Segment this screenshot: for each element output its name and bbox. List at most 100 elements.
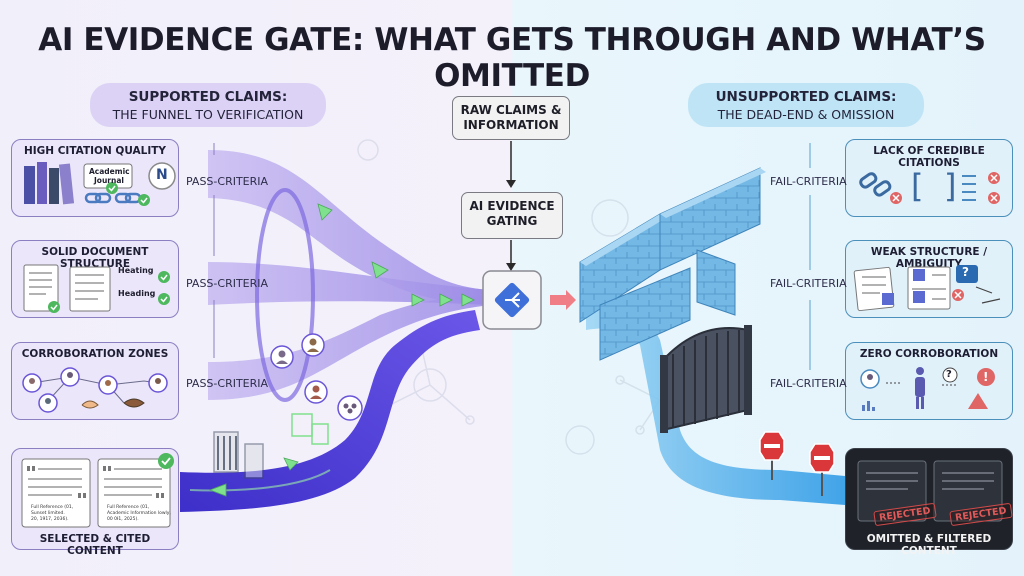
box-title: ZERO CORROBORATION [859,348,999,360]
arrow-icon [208,483,227,497]
pass-funnel-ribbons [208,150,490,402]
brick-wall-3 [599,267,691,361]
gear-icon [591,199,629,237]
ref1-line3: 20, 1917, 2036). [31,517,69,522]
box-title: CORROBORATION ZONES [21,348,169,360]
fail-path [586,307,845,505]
box-solid-document-structure: SOLID DOCUMENT STRUCTURE Heating Heading [11,240,179,318]
funnel-ribbon-corroboration [208,296,490,400]
handshake-icon [81,398,145,409]
unsupported-claims-header: UNSUPPORTED CLAIMS: THE DEAD-END & OMISS… [688,83,924,127]
ai-gating-box: AI EVIDENCE GATING [461,192,563,239]
ref2-line2: Academic Information lowly, [107,511,171,516]
stop-sign-1 [759,431,785,480]
pass-gate-left [213,431,264,479]
ai-gating-line2: GATING [486,214,538,228]
journal-label: Academic Journal [89,167,130,185]
criteria-label: PASS-CRITERIA [186,277,269,290]
weak-structure-illustration [853,265,1001,312]
brick-wall-4 [696,249,736,316]
bracket-left: [ [911,167,924,205]
bracket-right: ] [944,167,957,205]
ref2-line1: Full Reference (01, [107,505,150,510]
raw-claims-line2: INFORMATION [463,118,559,132]
reference-text-1: Full Reference (01, Sunset limited. 20, … [31,505,73,523]
person-icon [22,367,168,413]
pass-arrows [208,203,475,497]
ai-gating-line1: AI EVIDENCE [469,199,555,213]
check-icon [106,182,150,206]
arrow-icon [439,293,453,307]
unsupported-claims-heading: UNSUPPORTED CLAIMS: [715,89,897,105]
arrow-icon [317,203,333,221]
atom-icon [413,368,447,402]
raw-claims-box: RAW CLAIMS & INFORMATION [452,96,570,140]
box-selected-cited-content: Full Reference (01, Sunset limited. 20, … [11,448,179,557]
gear-icon [357,139,379,161]
arrow-icon [411,293,425,307]
box-high-citation-quality: HIGH CITATION QUALITY Academic Journal N [11,139,179,217]
ref2-line3: 00 0Ɨ1, 2025). [107,517,139,522]
gate-core [482,270,542,330]
x-icon [952,289,964,301]
bar-chart-icon [862,401,875,411]
cited-content-path [180,310,480,512]
closed-gate [660,325,752,433]
zero-corroboration-illustration [860,367,995,411]
rejected-docs-illustration [857,460,1003,522]
heading-label-1: Heating [118,266,154,275]
corroboration-illustration [22,367,168,413]
unsupported-claims-subheading: THE DEAD-END & OMISSION [717,107,895,122]
ref1-line1: Full Reference (01, [31,505,74,510]
check-icon [158,453,174,469]
supported-claims-header: SUPPORTED CLAIMS: THE FUNNEL TO VERIFICA… [90,83,326,127]
funnel-ribbon-structure [208,262,490,305]
box-weak-structure: WEAK STRUCTURE / AMBIGUITY ? [845,240,1013,318]
funnel-ring [255,188,315,402]
document-icon [857,460,1003,522]
broken-link-icon [859,172,892,197]
box-zero-corroboration: ZERO CORROBORATION ? ! [845,342,1013,420]
question-mark: ? [962,265,969,279]
box-title: SELECTED & CITED CONTENT [39,533,151,557]
raw-claims-line1: RAW CLAIMS & [460,103,562,117]
badge-n-icon [148,162,176,190]
box-omitted-filtered-content: REJECTED REJECTED OMITTED & FILTERED CON… [845,448,1013,557]
person-icon [304,380,328,404]
people-icons [270,333,363,421]
cited-docs-illustration [21,453,174,528]
person-icon [270,345,294,369]
question-icon [942,367,958,383]
criteria-label: FAIL-CRITERIA [770,277,847,290]
box-corroboration-zones: CORROBORATION ZONES [11,342,179,420]
question-icon [882,265,978,305]
box-title: OMITTED & FILTERED CONTENT [866,533,992,557]
supported-claims-heading: SUPPORTED CLAIMS: [128,89,288,105]
criteria-label: PASS-CRITERIA [186,175,269,188]
pass-gate-right [291,413,329,445]
reference-text-2: Full Reference (01, Academic Information… [107,505,171,523]
structure-illustration [23,264,170,313]
criteria-label: PASS-CRITERIA [186,377,269,390]
page-title: AI EVIDENCE GATE: WHAT GETS THROUGH AND … [38,22,986,94]
fail-walls [579,167,845,505]
person-icon [301,333,325,357]
heading-label-2: Heading [118,289,156,298]
document-icon [23,264,111,312]
quote-icon [27,466,164,498]
funnel-ribbon-citation [208,150,490,305]
empty-list-icon [962,175,976,201]
arrow-icon [283,457,299,471]
supported-claims-subheading: THE FUNNEL TO VERIFICATION [112,107,304,122]
person-icon [860,367,925,409]
scatter-arrow-icon [975,286,1001,304]
fail-arrow [550,290,576,310]
chain-link-icon [84,192,142,204]
x-icon [890,172,1000,204]
document-icon [21,458,171,528]
stop-sign-2 [809,443,835,496]
question-mark: ? [946,369,952,380]
arrow-icon [461,293,475,307]
arrow-icon [371,261,389,279]
